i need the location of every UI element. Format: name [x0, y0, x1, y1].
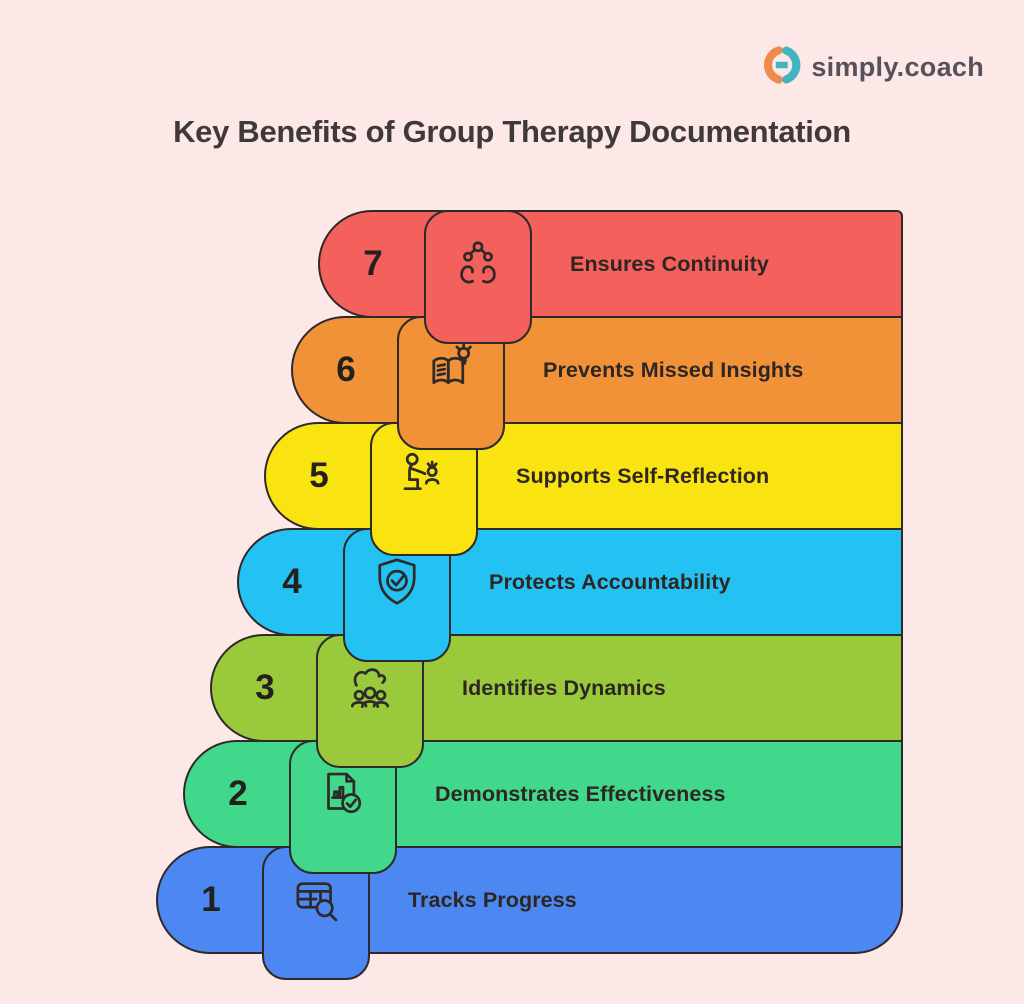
row-number: 5: [309, 456, 329, 495]
row-number: 4: [282, 562, 302, 601]
benefit-row: 4 Protects Accountability: [237, 528, 903, 636]
row-label: Demonstrates Effectiveness: [435, 781, 726, 806]
hands-network-icon: [449, 235, 507, 293]
row-number: 1: [201, 880, 221, 919]
row-label: Supports Self-Reflection: [516, 463, 770, 488]
brand-name: simply.coach: [811, 52, 984, 82]
group-people-icon: [341, 659, 399, 717]
row-number: 7: [363, 244, 383, 283]
book-lightbulb-icon: [422, 341, 480, 399]
document-chart-check-icon: [314, 765, 372, 823]
shield-check-icon: [368, 553, 426, 611]
brand-logo: simply.coach: [763, 46, 984, 89]
row-label: Protects Accountability: [489, 569, 731, 594]
mentor-coaching-icon: [395, 447, 453, 505]
row-number: 6: [336, 350, 356, 389]
row-icon-box: [424, 210, 532, 344]
benefit-row: 7 Ensures Continuity: [318, 210, 903, 318]
simply-coach-logo-icon: [763, 46, 801, 89]
row-number: 2: [228, 774, 248, 813]
row-number: 3: [255, 668, 275, 707]
row-label: Prevents Missed Insights: [543, 357, 804, 382]
benefit-row: 3 Identifies Dynamics: [210, 634, 903, 742]
table-search-icon: [287, 871, 345, 929]
row-label: Ensures Continuity: [570, 251, 769, 276]
row-label: Identifies Dynamics: [462, 675, 666, 700]
page-title: Key Benefits of Group Therapy Documentat…: [173, 114, 851, 149]
benefit-row: 6 Prevents Missed Insights: [291, 316, 903, 424]
benefit-row: 5 Supports Self-Reflection: [264, 422, 903, 530]
row-label: Tracks Progress: [408, 887, 577, 912]
